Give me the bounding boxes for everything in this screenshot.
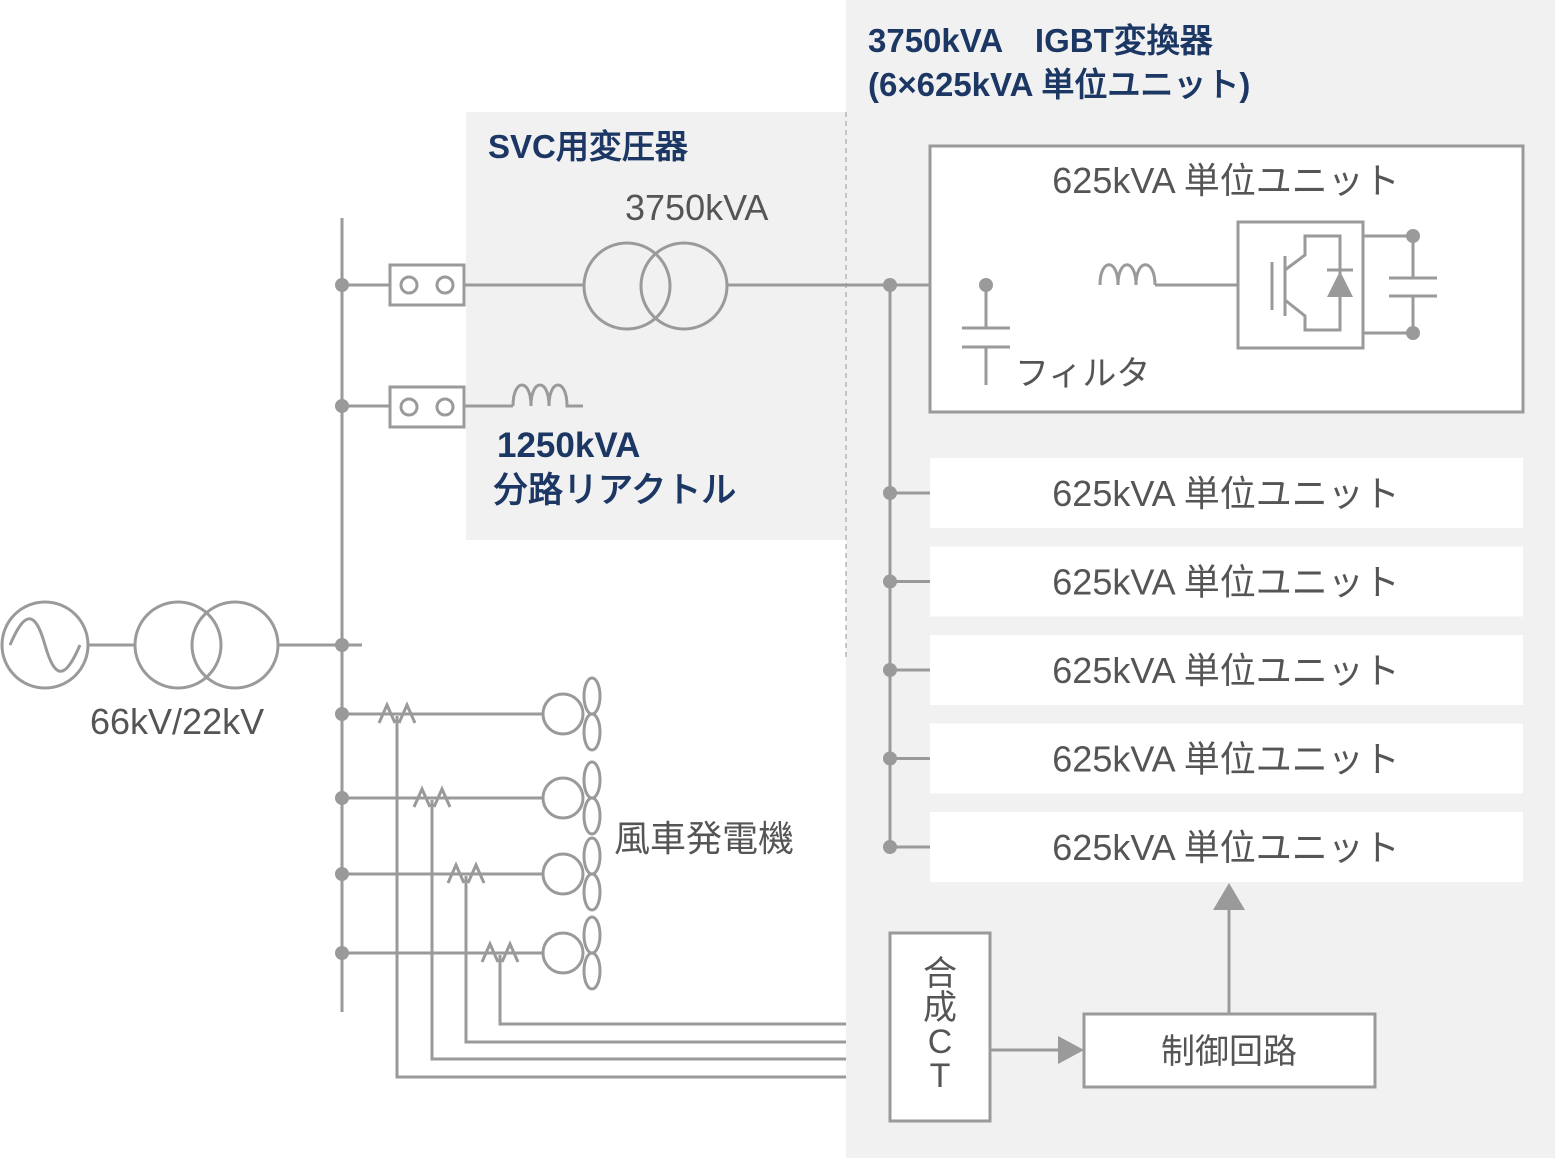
unit-reactor-icon: [1098, 263, 1157, 286]
ct-signal-line: [430, 800, 846, 1061]
ac-source: [0, 600, 90, 690]
unit-box: [930, 812, 1523, 882]
breaker-2: [388, 385, 466, 429]
converter-title: 3750kVA IGBT変換器: [868, 22, 1214, 59]
unit-detail-title: 625kVA 単位ユニット: [1052, 160, 1399, 201]
wind-turbine-icon: [541, 676, 602, 752]
unit-box: [930, 546, 1523, 617]
ct-icon: [480, 940, 520, 963]
arrow-icon: [1058, 1036, 1084, 1064]
ct-icon: [446, 861, 486, 884]
ct-icon: [377, 701, 417, 724]
unit-label: 625kVA 単位ユニット: [1052, 473, 1399, 514]
unit-list: 625kVA 単位ユニット 625kVA 単位ユニット 625kVA 単位ユニット 6…: [883, 458, 1523, 882]
unit-box: [930, 723, 1523, 794]
unit-label: 625kVA 単位ユニット: [1052, 650, 1399, 691]
wind-turbine-label: 風車発電機: [614, 818, 794, 859]
reactor-icon: [511, 383, 583, 408]
filter-capacitor-icon: [962, 285, 1010, 385]
composite-ct-char: C: [928, 1023, 953, 1061]
converter-subtitle: (6×625kVA 単位ユニット): [868, 66, 1250, 103]
grid-transformer-rating: 66kV/22kV: [90, 701, 264, 742]
wind-turbine-icon: [541, 915, 602, 991]
unit-label: 625kVA 単位ユニット: [1052, 827, 1399, 868]
wind-turbine-icon: [541, 760, 602, 836]
composite-ct-char: 合: [923, 955, 957, 993]
ct-icon: [412, 785, 452, 808]
arrow-icon: [1213, 883, 1245, 910]
composite-ct-box: [888, 931, 992, 1123]
unit-box: [930, 458, 1523, 528]
ct-signal-line: [464, 876, 846, 1044]
shunt-reactor-label: 分路リアクトル: [493, 471, 736, 510]
breaker-1: [388, 263, 466, 307]
control-circuit-label: 制御回路: [1161, 1033, 1297, 1071]
svc-transformer-title: SVC用変圧器: [488, 128, 689, 165]
ct-signal-line: [498, 955, 846, 1026]
unit-label: 625kVA 単位ユニット: [1052, 739, 1399, 780]
wind-turbine-group: [335, 676, 846, 1079]
ct-signal-line: [395, 716, 846, 1079]
filter-label: フィルタ: [1015, 355, 1150, 393]
igbt-icon: [1236, 220, 1437, 350]
wind-turbine-icon: [541, 836, 602, 912]
unit-box: [930, 635, 1523, 705]
svc-transformer-rating: 3750kVA: [625, 187, 768, 228]
control-circuit-box: [1082, 1012, 1377, 1089]
composite-ct-char: 成: [923, 989, 957, 1027]
svc-transformer-panel: [466, 112, 848, 540]
junction: [335, 638, 349, 652]
grid-transformer-symbol: [133, 600, 280, 690]
composite-ct-char: T: [930, 1057, 951, 1095]
unit-label: 625kVA 単位ユニット: [1052, 562, 1399, 603]
shunt-reactor-rating: 1250kVA: [497, 426, 640, 465]
